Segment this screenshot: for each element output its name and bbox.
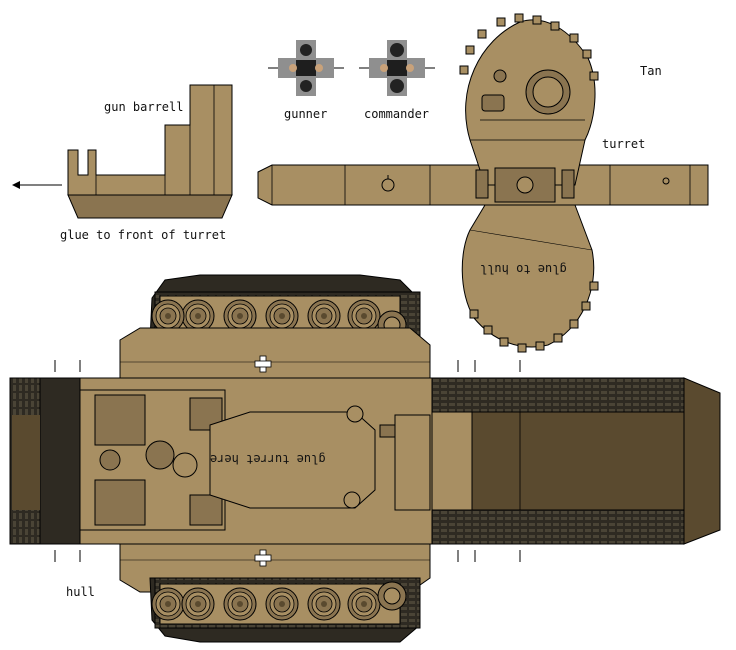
glue-front-turret-label: glue to front of turret — [60, 228, 227, 242]
hull-label: hull — [66, 585, 95, 599]
glue-turret-here-label: glue turret here — [210, 452, 326, 466]
glue-to-hull-label: glue to hull — [480, 262, 567, 276]
commander-label: commander — [364, 107, 430, 121]
balkenkreuz-icon — [254, 355, 272, 373]
turret-net — [257, 13, 709, 353]
gun-barrel-label: gun barrell — [104, 100, 184, 114]
turret-label: turret — [602, 137, 646, 151]
hull-net — [9, 274, 721, 643]
gunner-figure — [268, 40, 344, 96]
gun-barrel-piece — [67, 84, 233, 219]
left-arrow-icon — [12, 181, 62, 189]
tan-label: Tan — [640, 64, 662, 78]
commander-figure — [359, 40, 435, 96]
gunner-label: gunner — [284, 107, 328, 121]
balkenkreuz-icon — [254, 549, 272, 567]
